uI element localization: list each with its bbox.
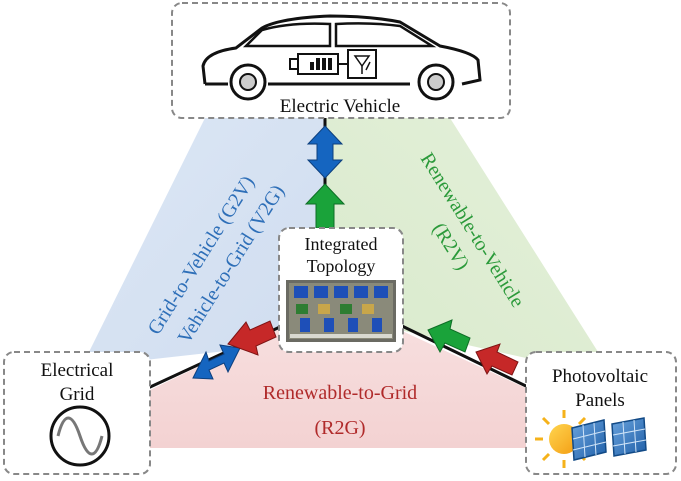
- solar-panel-icon: [571, 417, 647, 461]
- r2g-label-line2: (R2G): [314, 417, 365, 439]
- grid-label-line2: Grid: [60, 384, 95, 405]
- r2g-label-line1: Renewable-to-Grid: [263, 382, 417, 404]
- r2g-arrow-grid-side: [227, 320, 277, 356]
- ev-label: Electric Vehicle: [280, 96, 400, 117]
- r2g-region: [150, 330, 530, 448]
- r2v-arrow-pv-side: [427, 319, 471, 354]
- pv-label-line2: Panels: [575, 390, 625, 411]
- battery-icon: [289, 53, 348, 75]
- grid-label-line1: Electrical: [41, 360, 114, 381]
- topology-pv-line: [401, 324, 531, 390]
- pcb-board-image: [286, 280, 396, 342]
- inverter-icon: [347, 49, 377, 79]
- topology-label-line1: Integrated: [305, 234, 378, 254]
- r2g-arrow-pv-side: [475, 343, 519, 376]
- car-icon: [201, 14, 482, 101]
- ev-bidirectional-arrow: [306, 125, 344, 179]
- sine-wave-icon: [49, 405, 111, 467]
- topology-label-line2: Topology: [307, 256, 376, 276]
- pv-label-line1: Photovoltaic: [552, 366, 648, 387]
